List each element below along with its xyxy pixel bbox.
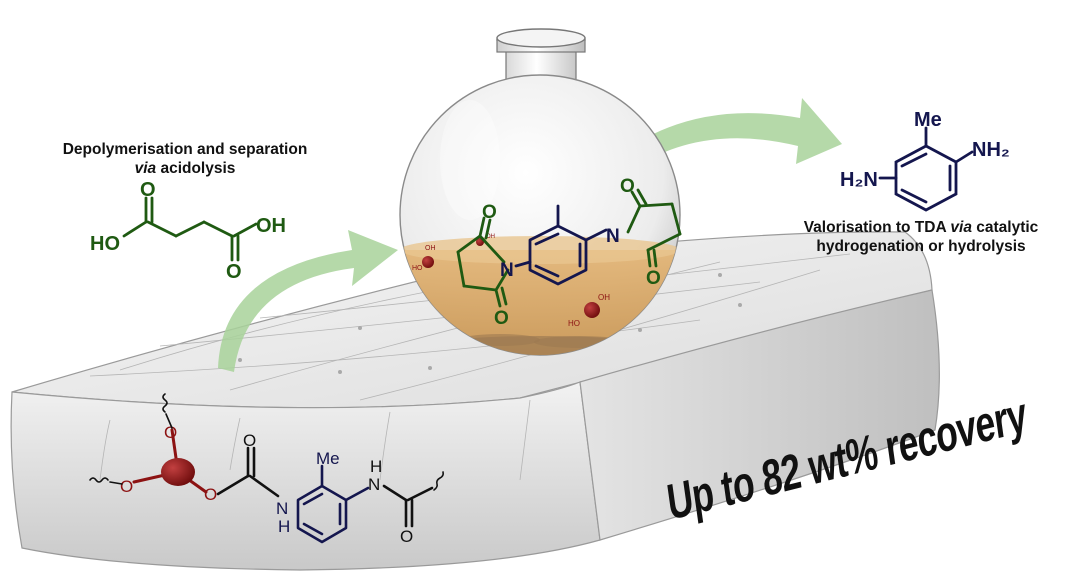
caption-right-line2: hydrogenation or hydrolysis: [816, 238, 1026, 255]
caption-depolymerisation: Depolymerisation and separation via acid…: [30, 140, 340, 178]
tda-nh2: NH₂: [972, 139, 1010, 161]
succinic-oh: OH: [256, 215, 286, 237]
flask-ho-3: HO: [568, 319, 580, 328]
polyol-o-right: O: [204, 485, 217, 504]
caption-left-line1: Depolymerisation and separation: [62, 141, 308, 158]
foam-me: Me: [316, 449, 340, 468]
polyol-o-left: O: [120, 477, 133, 496]
arrow-up: [218, 230, 398, 372]
carbamate-o-top: O: [243, 431, 256, 450]
mattress-front: [10, 381, 601, 571]
carbamate-1: [216, 446, 280, 498]
caption-left-line2: via acidolysis: [134, 160, 236, 177]
tda-molecule: [878, 126, 974, 212]
flask-polyols: OH HO OH OH HO: [412, 234, 610, 328]
polyimide-n-1: N: [500, 260, 514, 281]
foam-structure: O O O O N H Me N H: [89, 393, 444, 546]
polyimide-o-2: O: [494, 308, 509, 329]
foam-n2: N: [368, 475, 380, 494]
polyol-core: O O O: [89, 393, 217, 504]
carbamate-n: N: [276, 499, 288, 518]
polyimide-o-4: O: [646, 268, 661, 289]
succinic-ho: HO: [90, 233, 120, 255]
foam-o2: O: [400, 527, 413, 546]
caption-right-line1: Valorisation to TDA via catalytic: [803, 219, 1039, 236]
succinic-o-top: O: [140, 179, 156, 201]
flask-ho-1: HO: [412, 265, 423, 272]
arrow-right: [612, 98, 842, 172]
flask-oh-1: OH: [425, 245, 436, 252]
mattress-side: [579, 289, 940, 541]
flask-oh-2: OH: [486, 234, 495, 240]
flask-oh-3: OH: [598, 293, 610, 302]
polyimide-molecule: O O N N O O: [456, 176, 682, 329]
polyol-o-top: O: [164, 423, 177, 442]
succinic-acid: [122, 196, 258, 262]
carbamate-h: H: [278, 517, 290, 536]
caption-valorisation: Valorisation to TDA via catalytic hydrog…: [776, 218, 1066, 256]
polyol-ball: [161, 458, 195, 486]
flow-arrows: [218, 98, 842, 372]
tda-h2n: H₂N: [840, 169, 878, 191]
tda-me: Me: [914, 109, 942, 131]
foam-aromatic-ring: [296, 464, 370, 544]
polyimide-o-3: O: [620, 176, 635, 197]
foam-h2: H: [370, 457, 382, 476]
succinic-o-bottom: O: [226, 261, 242, 283]
polyimide-n-2: N: [606, 226, 620, 247]
polyimide-o-1: O: [482, 202, 497, 223]
